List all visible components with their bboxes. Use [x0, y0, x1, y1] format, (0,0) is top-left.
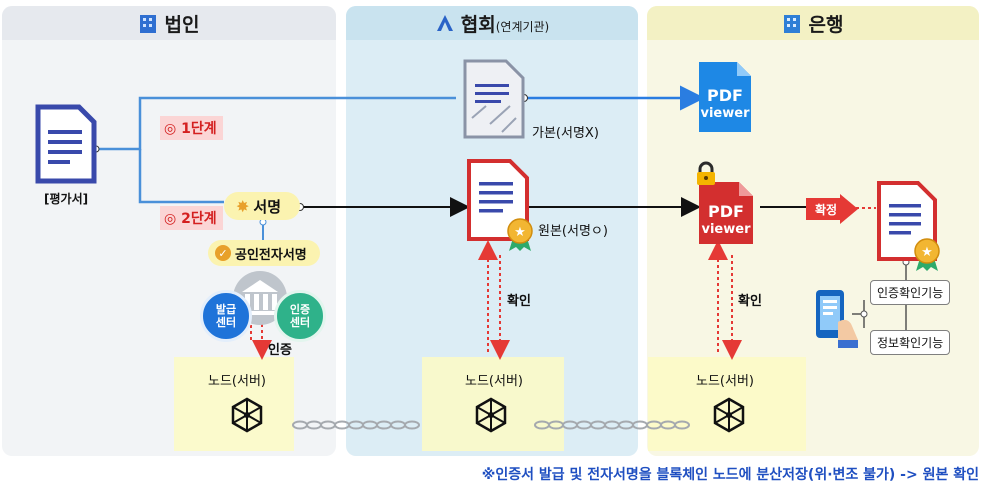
- assoc-subtitle: (연계기관): [495, 19, 550, 34]
- assoc-title: 협회: [460, 13, 496, 36]
- pdf-copy-top: PDF: [707, 86, 743, 105]
- footer-note: ※인증서 발급 및 전자서명을 블록체인 노드에 분산저장(위·변조 불가) -…: [481, 467, 979, 483]
- evaluation-document-label: [평가서]: [44, 192, 89, 206]
- node-zone-corp: [174, 357, 294, 451]
- assoc-verify-label: 확인: [507, 294, 531, 309]
- copy-label: 가본(서명X): [532, 126, 599, 141]
- corp-title: 법인: [164, 13, 200, 36]
- confirm-arrow: 확정: [806, 194, 858, 224]
- original-label: 원본(서명ㅇ): [538, 224, 608, 239]
- pdf-original-bottom: viewer: [701, 221, 751, 237]
- final-seal-icon: ★: [912, 238, 942, 272]
- bank-header: 은행: [647, 6, 979, 40]
- node-zone-assoc: [422, 357, 564, 451]
- confirm-label: 확정: [815, 203, 838, 217]
- check-shield-icon: ✓: [215, 245, 231, 261]
- cert-check-box: 인증확인기능: [870, 280, 951, 305]
- node-label-corp: 노드(서버): [208, 374, 266, 389]
- assoc-header: 협회(연계기관): [346, 6, 638, 40]
- auth-label: 인증: [268, 343, 292, 358]
- auth-center-circle: 인증 센터: [274, 290, 326, 342]
- node-label-bank: 노드(서버): [696, 374, 754, 389]
- issue-center-label: 발급 센터: [215, 302, 237, 329]
- sign-pill: ✸ 서명: [224, 192, 300, 220]
- pdf-copy-bottom: viewer: [700, 105, 750, 121]
- building-icon: [139, 13, 157, 33]
- pdf-original-top: PDF: [708, 202, 744, 221]
- cert-check-label: 인증확인기능: [877, 286, 944, 300]
- mobile-phone-icon: [814, 288, 862, 350]
- pdf-viewer-original-icon: PDF viewer: [697, 161, 755, 246]
- copy-document-icon: [462, 58, 526, 140]
- lock-icon: [695, 161, 717, 186]
- sign-label: 서명: [253, 197, 282, 216]
- public-sign-label: 공인전자서명: [235, 247, 307, 263]
- node-server-icon-corp: [230, 396, 264, 434]
- original-document-icon: [466, 158, 530, 242]
- node-server-icon-bank: [712, 396, 746, 434]
- bank-verify-label: 확인: [738, 294, 762, 309]
- corp-header: 법인: [2, 6, 336, 40]
- step2-badge: ◎ 2단계: [160, 206, 223, 230]
- medal-icon: ✸: [236, 196, 250, 216]
- logo-icon: [435, 13, 453, 33]
- auth-center-label: 인증 센터: [289, 302, 311, 329]
- chain-link-left: [292, 420, 422, 430]
- node-label-assoc: 노드(서버): [465, 374, 523, 389]
- public-sign-pill: ✓ 공인전자서명: [208, 240, 320, 266]
- footer-bar: ※인증서 발급 및 전자서명을 블록체인 노드에 분산저장(위·변조 불가) -…: [0, 458, 1003, 487]
- bank-building-icon: [783, 13, 801, 33]
- certified-seal-icon: ★: [505, 218, 535, 252]
- svg-text:★: ★: [921, 245, 933, 260]
- pdf-viewer-copy-icon: PDF viewer: [697, 60, 753, 134]
- node-server-icon-assoc: [474, 396, 508, 434]
- issue-center-circle: 발급 센터: [200, 290, 252, 342]
- evaluation-document-icon: [35, 104, 97, 184]
- info-check-box: 정보확인기능: [870, 330, 951, 355]
- svg-text:★: ★: [514, 225, 526, 240]
- node-zone-bank: [648, 357, 806, 451]
- info-check-label: 정보확인기능: [877, 336, 944, 350]
- chain-link-right: [534, 420, 694, 430]
- step1-badge: ◎ 1단계: [160, 116, 223, 140]
- bank-title: 은행: [808, 13, 844, 36]
